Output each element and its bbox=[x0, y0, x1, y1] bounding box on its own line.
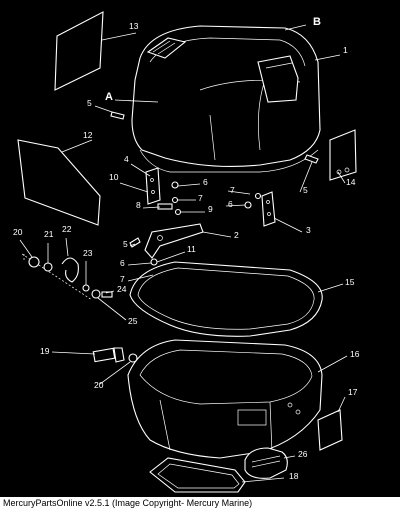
bottom-cowl bbox=[127, 339, 323, 459]
callout-24: 24 bbox=[117, 284, 127, 294]
decal-17 bbox=[317, 409, 343, 451]
callout-20a: 20 bbox=[13, 227, 23, 237]
callout-6b: 6 bbox=[228, 199, 233, 209]
callout-19: 19 bbox=[40, 346, 50, 356]
callout-25: 25 bbox=[128, 316, 138, 326]
callout-17: 17 bbox=[348, 387, 358, 397]
callout-15: 15 bbox=[345, 277, 355, 287]
callout-18: 18 bbox=[289, 471, 299, 481]
decal-12 bbox=[17, 139, 101, 226]
top-cowl bbox=[131, 25, 321, 173]
hook-assembly bbox=[21, 253, 113, 301]
callout-5a: 5 bbox=[87, 98, 92, 108]
exploded-parts-diagram: AB12345556667778910111213141516171819202… bbox=[13, 11, 360, 493]
hardware bbox=[110, 111, 319, 278]
latch-bracket-3 bbox=[261, 191, 276, 227]
callout-1: 1 bbox=[343, 45, 348, 55]
callout-B: B bbox=[313, 16, 321, 28]
callout-21: 21 bbox=[44, 229, 54, 239]
callout-13: 13 bbox=[129, 21, 139, 31]
callout-5b: 5 bbox=[303, 185, 308, 195]
callout-16: 16 bbox=[350, 349, 360, 359]
callout-7c: 7 bbox=[120, 274, 125, 284]
fitting-19 bbox=[92, 347, 138, 363]
decal-13 bbox=[54, 11, 104, 91]
callout-11: 11 bbox=[187, 244, 196, 254]
cover-26 bbox=[244, 447, 288, 479]
callout-22: 22 bbox=[62, 224, 72, 234]
callout-10: 10 bbox=[109, 172, 119, 182]
callout-5c: 5 bbox=[123, 239, 128, 249]
callout-6c: 6 bbox=[120, 258, 125, 268]
callout-23: 23 bbox=[83, 248, 93, 258]
bracket-4 bbox=[145, 167, 161, 205]
callout-7b: 7 bbox=[230, 185, 235, 195]
callout-4: 4 bbox=[124, 154, 129, 164]
callout-12: 12 bbox=[83, 130, 93, 140]
callout-2: 2 bbox=[234, 230, 239, 240]
callout-9: 9 bbox=[208, 204, 213, 214]
seal-15 bbox=[129, 261, 323, 337]
image-caption: MercuryPartsOnline v2.5.1 (Image Copyrig… bbox=[0, 497, 400, 510]
callout-A: A bbox=[105, 91, 113, 103]
leader-lines bbox=[19, 24, 348, 483]
callout-3: 3 bbox=[306, 225, 311, 235]
decal-14 bbox=[329, 129, 357, 181]
callout-26: 26 bbox=[298, 449, 308, 459]
callout-20b: 20 bbox=[94, 380, 104, 390]
callout-8: 8 bbox=[136, 200, 141, 210]
callout-7a: 7 bbox=[198, 193, 203, 203]
callout-6a: 6 bbox=[203, 177, 208, 187]
callout-14: 14 bbox=[346, 177, 356, 187]
